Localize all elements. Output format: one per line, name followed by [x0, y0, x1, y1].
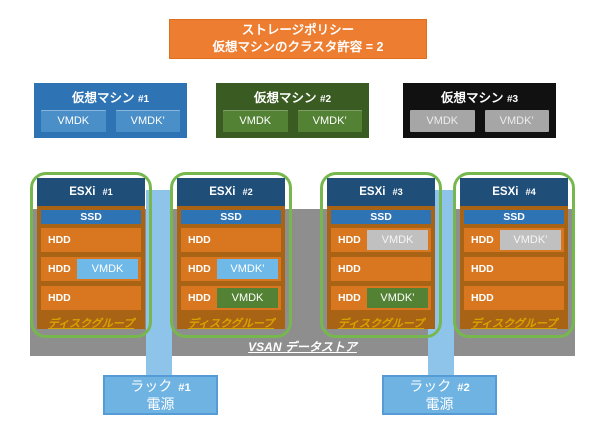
esxi-host-name: ESXi — [492, 186, 519, 198]
rack-name: ラック — [409, 378, 452, 394]
vm-number: #3 — [506, 94, 519, 105]
vmdk-chip: VMDK — [223, 110, 288, 132]
rack-number: #1 — [178, 382, 191, 394]
hdd-label: HDD — [188, 234, 211, 246]
vm-disks: VMDK VMDK’ — [34, 106, 187, 132]
esxi-host-name: ESXi — [69, 186, 96, 198]
vm-title: 仮想マシン #3 — [403, 87, 556, 106]
rack-power-label: 電源 — [425, 396, 454, 412]
vmdk-object: VMDK — [77, 259, 138, 279]
vmdk-object: VMDK’ — [217, 259, 278, 279]
hdd-row: HDD — [331, 257, 431, 281]
vm-disks: VMDK VMDK’ — [216, 106, 369, 132]
hdd-row: HDD VMDK — [331, 228, 431, 252]
rack-title: ラック #2 — [409, 378, 469, 396]
vmdk-object: VMDK — [367, 230, 428, 250]
esxi-host-name: ESXi — [209, 186, 236, 198]
esxi-host-number: #4 — [525, 187, 536, 197]
rack-name: ラック — [130, 378, 173, 394]
hdd-row: HDD VMDK’ — [181, 257, 281, 281]
hdd-row: HDD VMDK — [181, 286, 281, 310]
hdd-label: HDD — [338, 234, 361, 246]
disk-group-label: ディスクグループ — [47, 318, 135, 330]
hdd-label: HDD — [48, 263, 71, 275]
vm-box: 仮想マシン #3 VMDK VMDK’ — [403, 83, 556, 138]
vmdk-chip: VMDK — [410, 110, 475, 132]
vmdk-prime-chip: VMDK’ — [297, 110, 362, 132]
hdd-row: HDD — [181, 228, 281, 252]
vm-box: 仮想マシン #2 VMDK VMDK’ — [216, 83, 369, 138]
hdd-row: HDD — [464, 257, 564, 281]
ssd-bar: SSD — [464, 210, 564, 224]
disk-group-body: SSD HDD VMDK HDD HDD VMDK’ ディスクグループ — [327, 206, 435, 330]
hdd-label: HDD — [338, 292, 361, 304]
vm-disks: VMDK VMDK’ — [403, 106, 556, 132]
vm-box: 仮想マシン #1 VMDK VMDK’ — [34, 83, 187, 138]
storage-policy-banner: ストレージポリシー 仮想マシンのクラスタ許容 = 2 — [169, 19, 427, 59]
hdd-label: HDD — [471, 292, 494, 304]
hdd-label: HDD — [471, 263, 494, 275]
vsan-datastore-label: VSAN データストア — [248, 340, 357, 354]
rack-power-box: ラック #2 電源 — [382, 375, 497, 415]
hdd-label: HDD — [188, 263, 211, 275]
hdd-row: HDD VMDK — [41, 257, 141, 281]
vmdk-prime-chip: VMDK’ — [115, 110, 180, 132]
ssd-bar: SSD — [331, 210, 431, 224]
hdd-row: HDD — [41, 228, 141, 252]
hdd-row: HDD — [41, 286, 141, 310]
storage-policy-rule: 仮想マシンのクラスタ許容 = 2 — [212, 40, 384, 54]
vm-title: 仮想マシン #1 — [34, 87, 187, 106]
hdd-row: HDD — [464, 286, 564, 310]
disk-group-label: ディスクグループ — [337, 318, 425, 330]
disk-group-body: SSD HDD VMDK’ HDD HDD ディスクグループ — [460, 206, 568, 330]
esxi-host-header: ESXi #4 — [460, 178, 568, 206]
disk-group-label: ディスクグループ — [187, 318, 275, 330]
vmdk-object: VMDK’ — [500, 230, 561, 250]
vmdk-chip: VMDK — [41, 110, 106, 132]
disk-group-label: ディスクグループ — [470, 318, 558, 330]
hdd-row: HDD VMDK’ — [331, 286, 431, 310]
vm-number: #1 — [137, 94, 150, 105]
vm-name: 仮想マシン — [440, 91, 504, 105]
hdd-label: HDD — [338, 263, 361, 275]
esxi-host-name: ESXi — [359, 186, 386, 198]
esxi-host-header: ESXi #3 — [327, 178, 435, 206]
esxi-host-number: #2 — [242, 187, 253, 197]
hdd-label: HDD — [48, 234, 71, 246]
esxi-host-number: #1 — [102, 187, 113, 197]
rack-power-label: 電源 — [146, 396, 175, 412]
vmdk-object: VMDK’ — [367, 288, 428, 308]
rack-number: #2 — [457, 382, 470, 394]
vm-number: #2 — [319, 94, 332, 105]
hdd-row: HDD VMDK’ — [464, 228, 564, 252]
hdd-label: HDD — [471, 234, 494, 246]
storage-policy-title: ストレージポリシー — [241, 23, 355, 37]
esxi-host-group: ESXi #3 SSD HDD VMDK HDD HDD VMDK’ — [320, 172, 442, 338]
vmdk-object: VMDK — [217, 288, 278, 308]
esxi-host-group: ESXi #1 SSD HDD HDD VMDK HDD — [30, 172, 152, 338]
esxi-host-number: #3 — [392, 187, 403, 197]
hdd-label: HDD — [188, 292, 211, 304]
esxi-host-group: ESXi #4 SSD HDD VMDK’ HDD HDD — [453, 172, 575, 338]
vmdk-prime-chip: VMDK’ — [484, 110, 549, 132]
rack-title: ラック #1 — [130, 378, 190, 396]
ssd-bar: SSD — [41, 210, 141, 224]
disk-group-body: SSD HDD HDD VMDK HDD ディスクグループ — [37, 206, 145, 330]
esxi-host-group: ESXi #2 SSD HDD HDD VMDK’ HDD VMDK — [170, 172, 292, 338]
hdd-label: HDD — [48, 292, 71, 304]
disk-group-body: SSD HDD HDD VMDK’ HDD VMDK ディスクグループ — [177, 206, 285, 330]
vm-name: 仮想マシン — [71, 91, 135, 105]
rack-power-box: ラック #1 電源 — [103, 375, 218, 415]
esxi-host-header: ESXi #1 — [37, 178, 145, 206]
ssd-bar: SSD — [181, 210, 281, 224]
vm-title: 仮想マシン #2 — [216, 87, 369, 106]
esxi-host-header: ESXi #2 — [177, 178, 285, 206]
vm-name: 仮想マシン — [253, 91, 317, 105]
